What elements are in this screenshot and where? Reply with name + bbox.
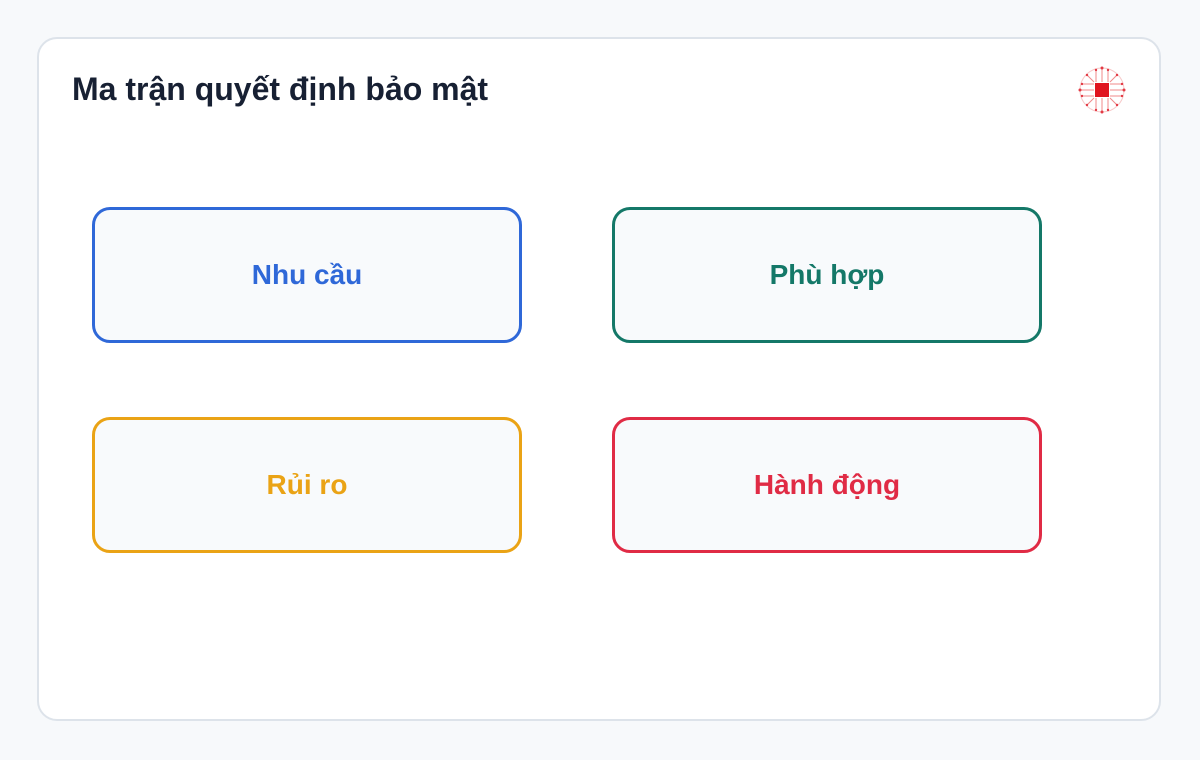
page-title: Ma trận quyết định bảo mật bbox=[72, 71, 489, 107]
needs-box: Nhu cầu bbox=[92, 207, 522, 343]
risk-box: Rủi ro bbox=[92, 417, 522, 553]
fit-box: Phù hợp bbox=[612, 207, 1042, 343]
matrix-card: Ma trận quyết định bảo mật bbox=[37, 37, 1161, 721]
needs-label: Nhu cầu bbox=[251, 259, 363, 290]
action-label: Hành động bbox=[753, 469, 901, 500]
fit-label: Phù hợp bbox=[769, 259, 885, 290]
circuit-chip-icon bbox=[1078, 66, 1126, 114]
risk-label: Rủi ro bbox=[266, 469, 348, 500]
action-box: Hành động bbox=[612, 417, 1042, 553]
